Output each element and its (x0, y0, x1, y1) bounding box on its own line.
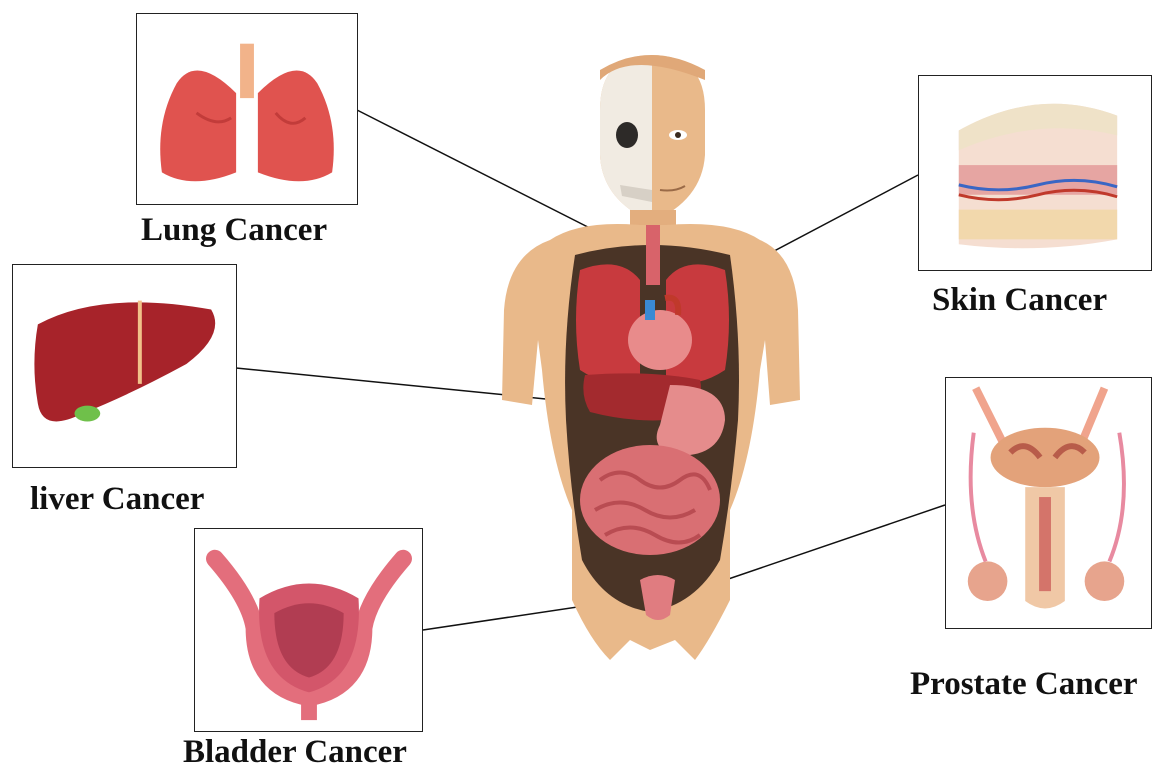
prostate-icon (946, 378, 1151, 628)
lung-cancer-label: Lung Cancer (141, 214, 327, 247)
liver-image-box (12, 264, 237, 468)
lung-image-box (136, 13, 358, 205)
liver-icon (13, 265, 236, 467)
human-body-illustration (480, 40, 810, 670)
skin-cancer-label: Skin Cancer (932, 284, 1107, 317)
skin-image-box (918, 75, 1152, 271)
prostate-image-box (945, 377, 1152, 629)
bladder-cancer-label: Bladder Cancer (183, 736, 407, 769)
bladder-image-box (194, 528, 423, 732)
lungs-icon (137, 14, 357, 204)
bladder-icon (195, 529, 422, 731)
prostate-cancer-label: Prostate Cancer (910, 668, 1138, 701)
skin-layers-icon (919, 76, 1151, 270)
liver-cancer-label: liver Cancer (30, 483, 204, 516)
